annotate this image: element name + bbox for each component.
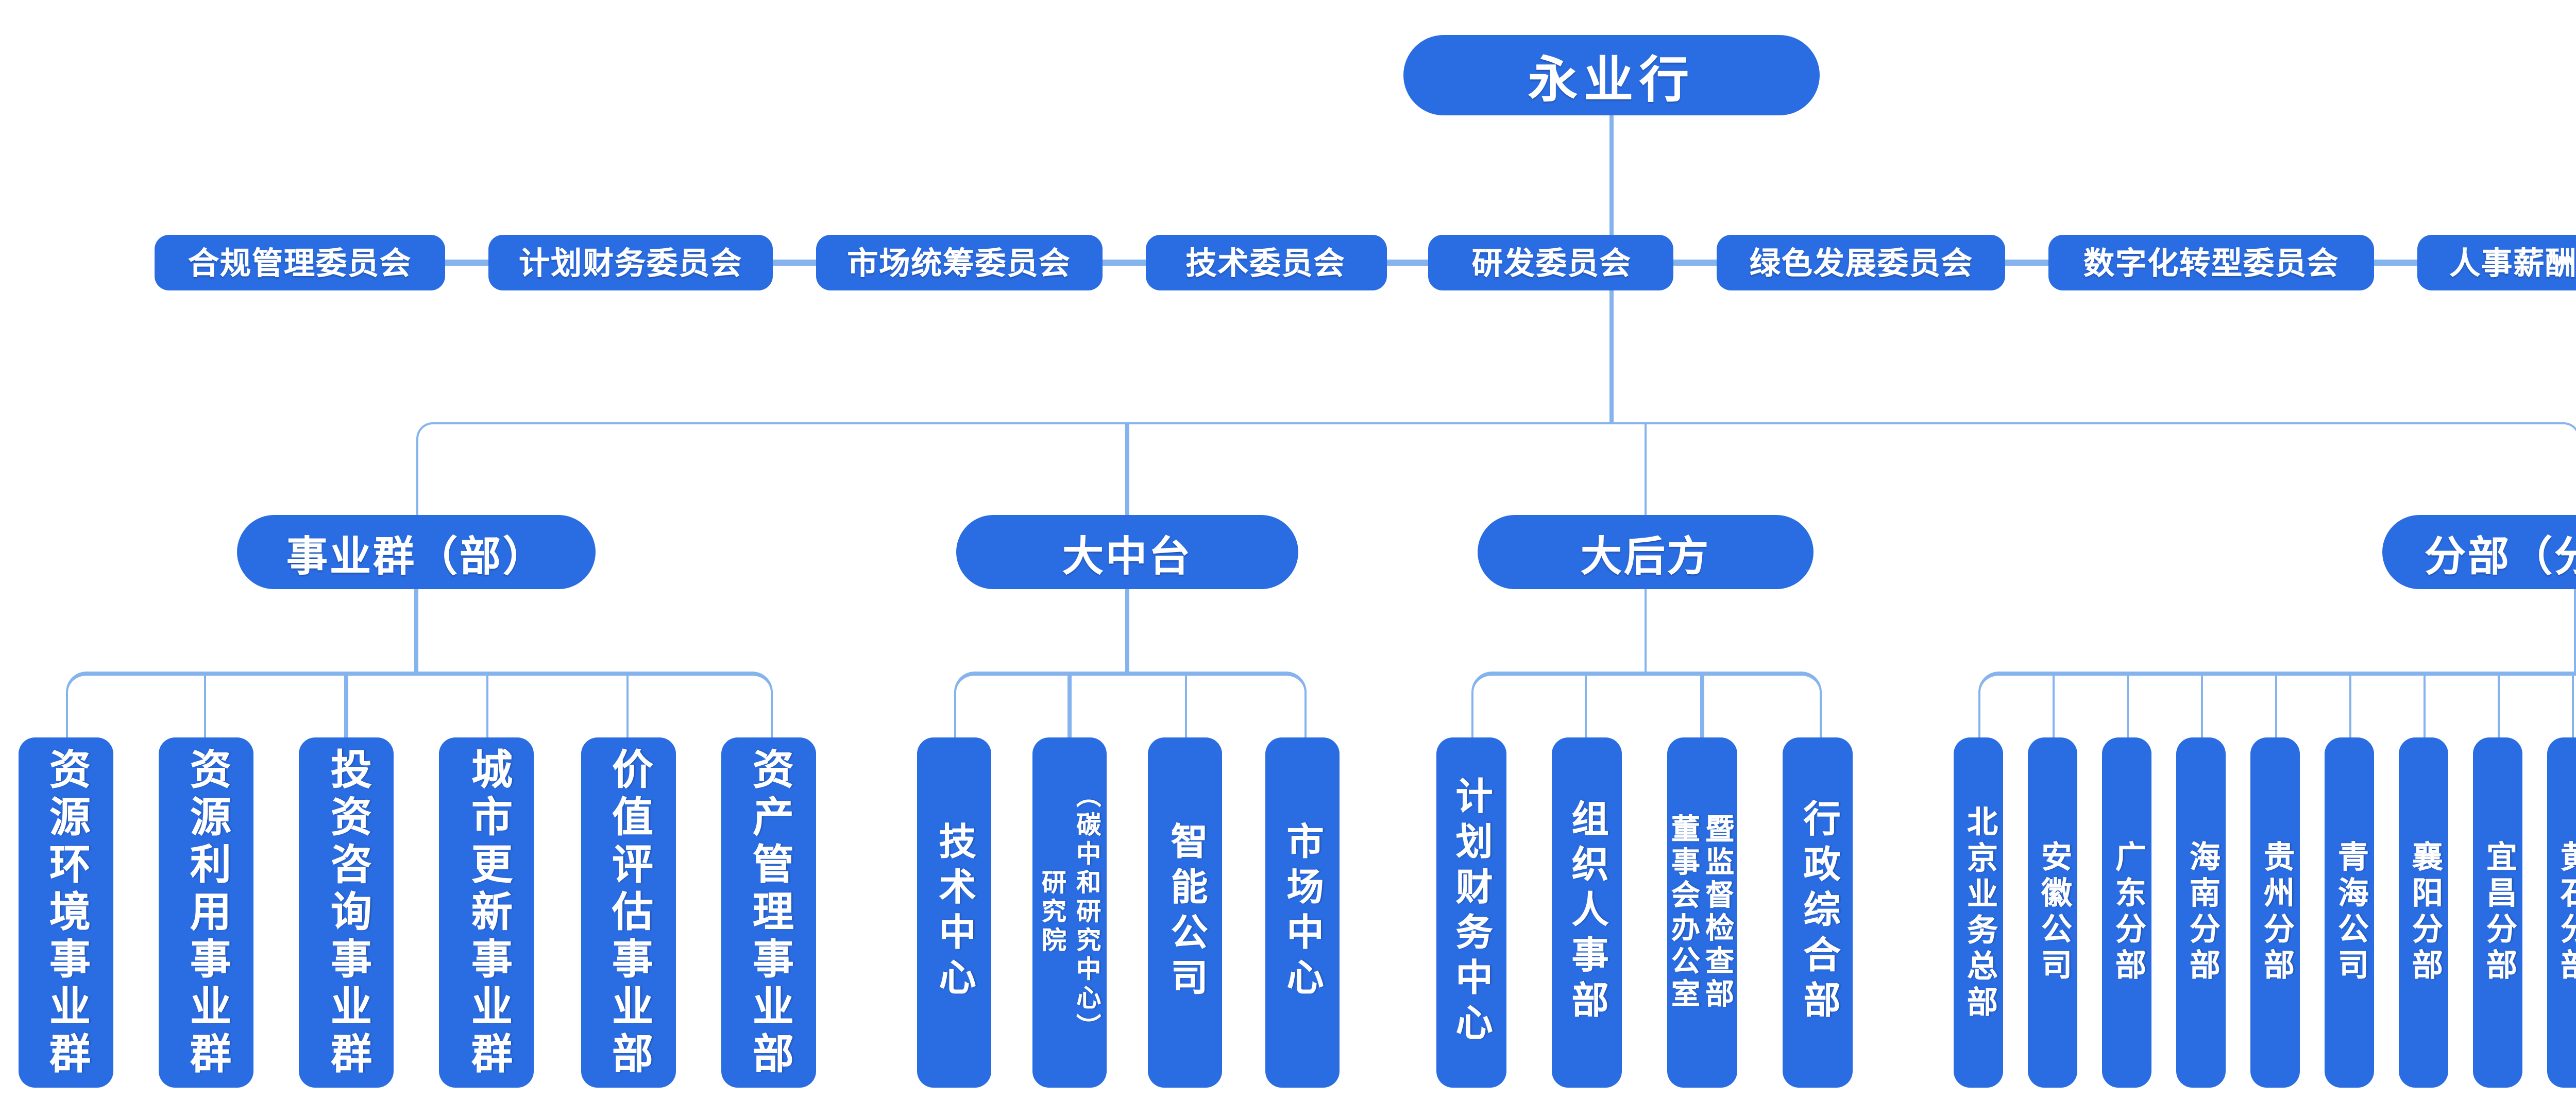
children-row-back-office: 计划财务中心 组织人事部 董事会办公室 暨监督检查部 行政综合部 <box>1435 675 1853 1088</box>
group-node-business-groups: 事业群（部） <box>237 515 596 589</box>
children-bus-connector <box>954 672 1306 740</box>
leaf-node: 智能公司 <box>1148 675 1223 1088</box>
leaf-node: 市场中心 <box>1264 737 1338 1088</box>
leaf-label: 宜昌分部 <box>2482 840 2517 985</box>
children-bus-connector <box>65 672 772 740</box>
children-bus-connector <box>1470 672 1822 740</box>
committee-label: 研发委员会 <box>1471 247 1632 282</box>
leaf-node: 资产管理事业部 <box>721 737 816 1088</box>
group-node-middle-platform: 大中台 <box>956 515 1298 589</box>
root-node-label: 永业行 <box>1528 54 1695 109</box>
leaf-label: 资源环境事业群 <box>42 747 88 1078</box>
leaf-node: 资源利用事业群 <box>158 675 253 1088</box>
committee-node: 合规管理委员会 <box>154 235 446 290</box>
leaf-node: 投资咨询事业群 <box>299 675 394 1088</box>
leaf-node: 青海公司 <box>2325 675 2375 1088</box>
leaf-label: 智能公司 <box>1166 822 1208 1003</box>
leaf-node: 海南分部 <box>2177 675 2226 1088</box>
leaf-label: 北京业务总部 <box>1963 804 1998 1021</box>
leaf-label: 资产管理事业部 <box>745 747 791 1078</box>
leaf-node: 宜昌分部 <box>2473 675 2523 1088</box>
leaf-node: 北京业务总部 <box>1954 737 2004 1088</box>
committee-node: 技术委员会 <box>1145 235 1386 290</box>
group-drop-connector <box>1643 589 1648 674</box>
committee-label: 技术委员会 <box>1185 247 1346 282</box>
leaf-label: 投资咨询事业群 <box>324 747 369 1078</box>
leaf-label: 市场中心 <box>1282 822 1324 1003</box>
group-label: 分部（分公司） <box>2425 535 2576 580</box>
group-label: 大后方 <box>1581 535 1710 580</box>
leaf-label: 行政综合部 <box>1799 799 1841 1026</box>
leaf-node: 董事会办公室 暨监督检查部 <box>1667 675 1737 1088</box>
leaf-node: 黄石分部 <box>2548 675 2576 1088</box>
group-node-branches: 分部（分公司） <box>2382 515 2576 589</box>
leaf-node: 行政综合部 <box>1783 737 1853 1088</box>
group-level-connector <box>416 422 2576 517</box>
committee-label: 人事薪酬委员会 <box>2449 247 2576 282</box>
leaf-label: 安徽公司 <box>2037 840 2072 985</box>
leaf-node: 研究院 （碳中和研究中心） <box>1032 675 1107 1088</box>
committee-label: 市场统筹委员会 <box>847 247 1071 282</box>
children-row-branches: 北京业务总部 安徽公司 广东分部 海南分部 贵州分部 青海公司 襄阳分部 宜昌分… <box>1954 675 2576 1088</box>
group-node-back-office: 大后方 <box>1478 515 1814 589</box>
group-drop-connector <box>414 589 418 674</box>
leaf-label: 技术中心 <box>935 822 976 1003</box>
group-stub-connector <box>1643 422 1648 515</box>
leaf-node: 安徽公司 <box>2028 675 2078 1088</box>
leaf-node: 广东分部 <box>2103 675 2152 1088</box>
committee-label: 计划财务委员会 <box>519 247 743 282</box>
leaf-label: 价值评估事业部 <box>605 747 650 1078</box>
leaf-label: 贵州分部 <box>2260 840 2295 985</box>
root-node: 永业行 <box>1403 35 1820 115</box>
committee-label: 合规管理委员会 <box>188 247 412 282</box>
leaf-label: 广东分部 <box>2111 840 2146 985</box>
committee-label: 绿色发展委员会 <box>1749 247 1973 282</box>
leaf-node: 襄阳分部 <box>2399 675 2449 1088</box>
group-label: 大中台 <box>1062 535 1192 580</box>
children-row-business-groups: 资源环境事业群 资源利用事业群 投资咨询事业群 城市更新事业群 价值评估事业部 … <box>18 675 816 1088</box>
group-drop-connector <box>2574 589 2576 674</box>
leaf-label: 计划财务中心 <box>1451 777 1493 1049</box>
leaf-node: 价值评估事业部 <box>580 675 675 1088</box>
leaf-label: 黄石分部 <box>2556 840 2576 985</box>
committee-label: 数字化转型委员会 <box>2083 247 2340 282</box>
committee-node: 绿色发展委员会 <box>1717 235 2006 290</box>
leaf-label: 资源利用事业群 <box>183 747 228 1078</box>
leaf-label: 董事会办公室 暨监督检查部 <box>1669 814 1737 1011</box>
committee-node: 人事薪酬委员会 <box>2417 235 2576 290</box>
leaf-label: 襄阳分部 <box>2408 840 2443 985</box>
group-label: 事业群（部） <box>286 535 546 580</box>
group-drop-connector <box>1125 589 1129 674</box>
committee-node: 数字化转型委员会 <box>2048 235 2375 290</box>
committee-node: 计划财务委员会 <box>488 235 773 290</box>
leaf-node: 城市更新事业群 <box>439 675 534 1088</box>
leaf-node: 计划财务中心 <box>1435 737 1505 1088</box>
leaf-label: 海南分部 <box>2185 840 2221 985</box>
committees-row: 合规管理委员会 计划财务委员会 市场统筹委员会 技术委员会 研发委员会 绿色发展… <box>154 235 2576 290</box>
committee-node: 研发委员会 <box>1429 235 1674 290</box>
leaf-label: 组织人事部 <box>1567 799 1609 1026</box>
committee-node: 市场统筹委员会 <box>816 235 1103 290</box>
children-row-middle-platform: 技术中心 研究院 （碳中和研究中心） 智能公司 市场中心 <box>917 675 1338 1088</box>
leaf-label: 城市更新事业群 <box>464 747 510 1078</box>
group-stub-connector <box>1125 422 1129 515</box>
leaf-node: 组织人事部 <box>1551 675 1621 1088</box>
children-bus-connector <box>1979 672 2576 740</box>
leaf-node: 贵州分部 <box>2251 675 2300 1088</box>
leaf-label: 研究院 （碳中和研究中心） <box>1039 783 1103 1042</box>
leaf-label: 青海公司 <box>2334 840 2369 985</box>
leaf-node: 资源环境事业群 <box>18 737 112 1088</box>
leaf-node: 技术中心 <box>917 737 991 1088</box>
